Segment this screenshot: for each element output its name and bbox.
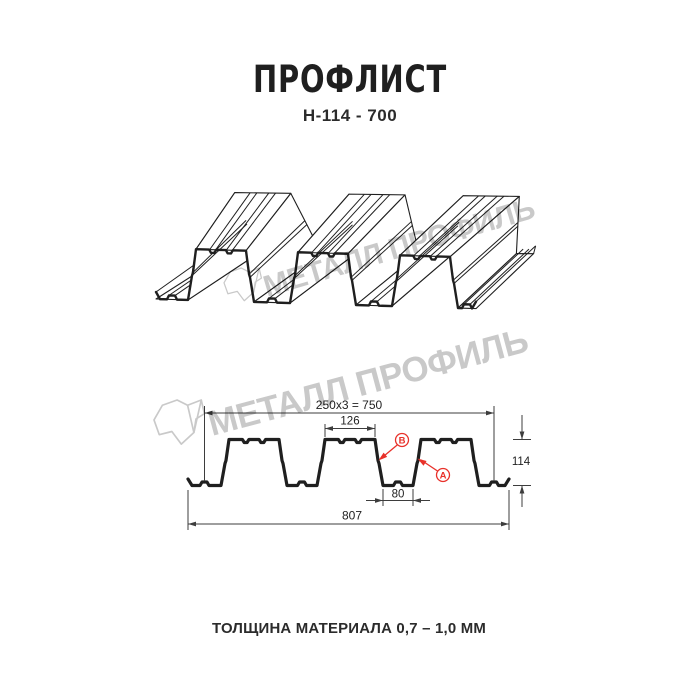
point-label-b: В xyxy=(399,435,406,446)
dim-cover-width: 807 xyxy=(342,509,362,523)
material-thickness-note: ТОЛЩИНА МАТЕРИАЛА 0,7 – 1,0 ММ xyxy=(212,620,486,637)
metall-profil-logo-icon xyxy=(223,267,263,302)
dim-valley-width: 80 xyxy=(392,489,405,501)
dim-crest-width: 126 xyxy=(340,416,359,428)
dim-pitch-total: 250x3 = 750 xyxy=(316,398,383,412)
point-labels: В А xyxy=(378,432,451,483)
dimension-annotations: 250x3 = 750 126 80 807 114 xyxy=(187,398,531,530)
page-subtitle: Н-114 - 700 xyxy=(303,106,397,125)
page-title: ПРОФЛИСТ xyxy=(253,58,447,101)
metall-profil-logo-icon xyxy=(153,399,206,445)
dim-height: 114 xyxy=(512,456,531,468)
point-label-a: А xyxy=(440,470,447,481)
profile-section-drawing xyxy=(186,437,511,488)
profile-3d-drawing xyxy=(154,192,537,310)
